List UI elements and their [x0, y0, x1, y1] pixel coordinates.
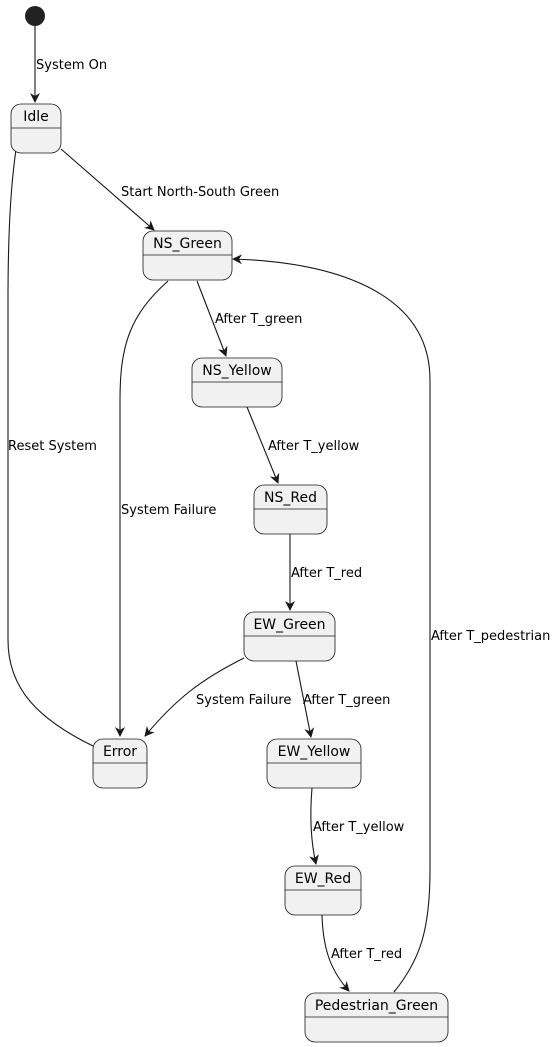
- state-idle-label: Idle: [23, 109, 49, 125]
- edge-ew-green-to-ew-yellow: [295, 660, 315, 738]
- edge-label-system-on: System On: [36, 58, 107, 73]
- state-error-label: Error: [103, 744, 137, 760]
- edge-ew-yellow-to-ew-red: [309, 787, 319, 865]
- state-ns-red-label: NS_Red: [264, 490, 317, 506]
- edge-label-ew-after-t-green: After T_green: [303, 693, 390, 708]
- edge-ns-green-to-error: [115, 280, 169, 737]
- state-ns-yellow-label: NS_Yellow: [202, 363, 271, 379]
- edge-label-ns-after-t-yellow: After T_yellow: [268, 439, 360, 454]
- edge-label-ew-after-t-red: After T_red: [331, 947, 402, 962]
- state-error[interactable]: Error: [92, 738, 148, 789]
- state-ew-green-label: EW_Green: [253, 617, 325, 633]
- edge-error-to-idle: [7, 104, 94, 747]
- edge-label-ew-system-failure: System Failure: [196, 693, 291, 708]
- initial-node: [25, 6, 45, 26]
- state-ns-green-label: NS_Green: [153, 236, 222, 252]
- state-ew-yellow[interactable]: EW_Yellow: [266, 738, 362, 789]
- edge-pedestrian-green-to-ns-green: [232, 254, 431, 993]
- edge-label-ns-after-t-green: After T_green: [215, 312, 302, 327]
- state-ew-green[interactable]: EW_Green: [243, 611, 336, 662]
- state-ns-green[interactable]: NS_Green: [142, 230, 233, 281]
- edge-label-start-ns-green: Start North-South Green: [121, 185, 279, 200]
- state-ns-yellow[interactable]: NS_Yellow: [191, 357, 283, 408]
- edge-ew-red-to-pedestrian-green: [321, 914, 350, 992]
- state-idle[interactable]: Idle: [10, 103, 62, 154]
- state-pedestrian-green[interactable]: Pedestrian_Green: [304, 992, 449, 1043]
- edge-ns-yellow-to-ns-red: [246, 406, 280, 484]
- state-ew-yellow-label: EW_Yellow: [278, 744, 351, 760]
- edge-ew-green-to-error: [144, 657, 245, 737]
- edge-ns-green-to-ns-yellow: [196, 280, 228, 357]
- edge-label-after-t-pedestrian: After T_pedestrian: [431, 629, 550, 644]
- edge-idle-to-ns-green: [60, 148, 155, 231]
- edge-label-ns-after-t-red: After T_red: [291, 566, 362, 581]
- edge-label-ew-after-t-yellow: After T_yellow: [313, 820, 405, 835]
- edge-label-reset-system: Reset System: [8, 439, 97, 454]
- state-pedestrian-green-label: Pedestrian_Green: [315, 998, 438, 1014]
- state-ew-red-label: EW_Red: [295, 871, 351, 887]
- edge-label-ns-system-failure: System Failure: [121, 503, 216, 518]
- state-ew-red[interactable]: EW_Red: [284, 865, 362, 916]
- state-ns-red[interactable]: NS_Red: [253, 484, 328, 535]
